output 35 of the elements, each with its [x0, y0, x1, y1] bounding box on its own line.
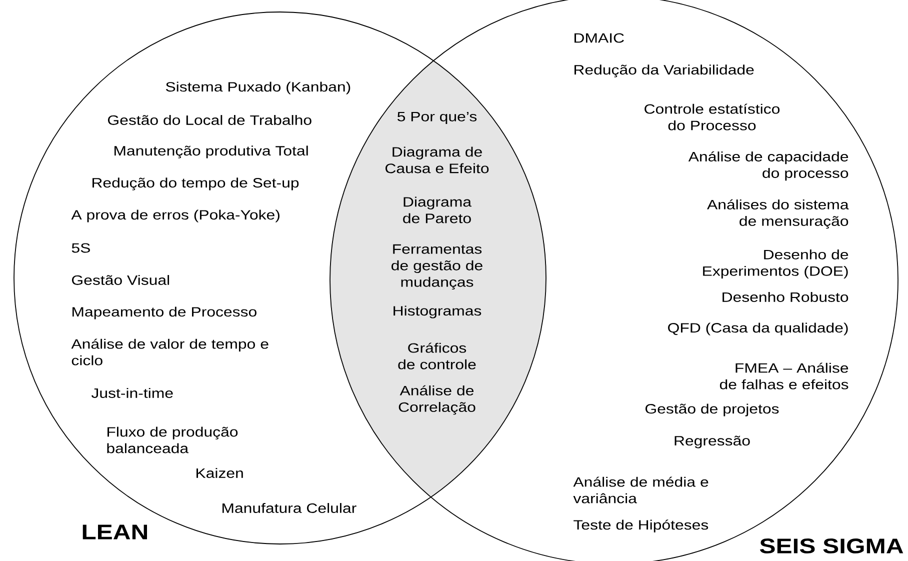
list-item: QFD (Casa da qualidade) — [668, 322, 848, 336]
list-item: Gestão Visual — [72, 275, 170, 285]
circle-heading: SEIS SIGMA — [760, 538, 904, 554]
list-item: Controle estatístico do Processo — [644, 104, 780, 130]
list-item: Sistema Puxado (Kanban) — [166, 82, 350, 94]
list-item: Diagrama de Causa e Efeito — [386, 146, 489, 174]
list-item: Desenho de Experimentos (DOE) — [703, 249, 848, 279]
list-item: Gestão do Local de Trabalho — [108, 115, 312, 125]
list-item: Just-in-time — [91, 388, 173, 398]
list-item: Gestão de projetos — [646, 404, 779, 416]
list-item: Análise de valor de tempo e ciclo — [71, 338, 268, 366]
list-item: Análise de média e variância — [573, 476, 708, 504]
list-item: Análise de capacidade do processo — [688, 151, 848, 181]
list-item: Histogramas — [394, 306, 482, 318]
list-item: Desenho Robusto — [722, 292, 848, 302]
list-item: A prova de erros (Poka-Yoke) — [71, 210, 280, 222]
list-item: Regressão — [674, 436, 750, 448]
list-item: Ferramentas de gestão de mudanças — [392, 244, 482, 290]
list-item: Mapeamento de Processo — [72, 306, 256, 320]
list-item: Redução do tempo de Set-up — [92, 178, 299, 190]
list-item: Teste de Hipóteses — [574, 520, 708, 532]
list-item: Análises do sistema de mensuração — [707, 199, 849, 229]
circle-heading: LEAN — [82, 524, 147, 540]
list-item: Redução da Variabilidade — [574, 64, 754, 78]
list-item: DMAIC — [574, 33, 624, 43]
list-item: 5S — [72, 243, 90, 253]
list-item: FMEA – Análise de falhas e efeitos — [720, 362, 848, 390]
list-item: Kaizen — [196, 468, 243, 478]
list-item: Análise de Correlação — [398, 385, 476, 415]
list-item: Diagrama de Pareto — [403, 196, 472, 224]
list-item: 5 Por que’s — [398, 112, 477, 124]
list-item: Gráficos de controle — [398, 342, 476, 370]
list-item: Manufatura Celular — [222, 503, 356, 513]
list-item: Fluxo de produção balanceada — [107, 426, 238, 454]
list-item: Manutenção produtiva Total — [114, 146, 308, 158]
